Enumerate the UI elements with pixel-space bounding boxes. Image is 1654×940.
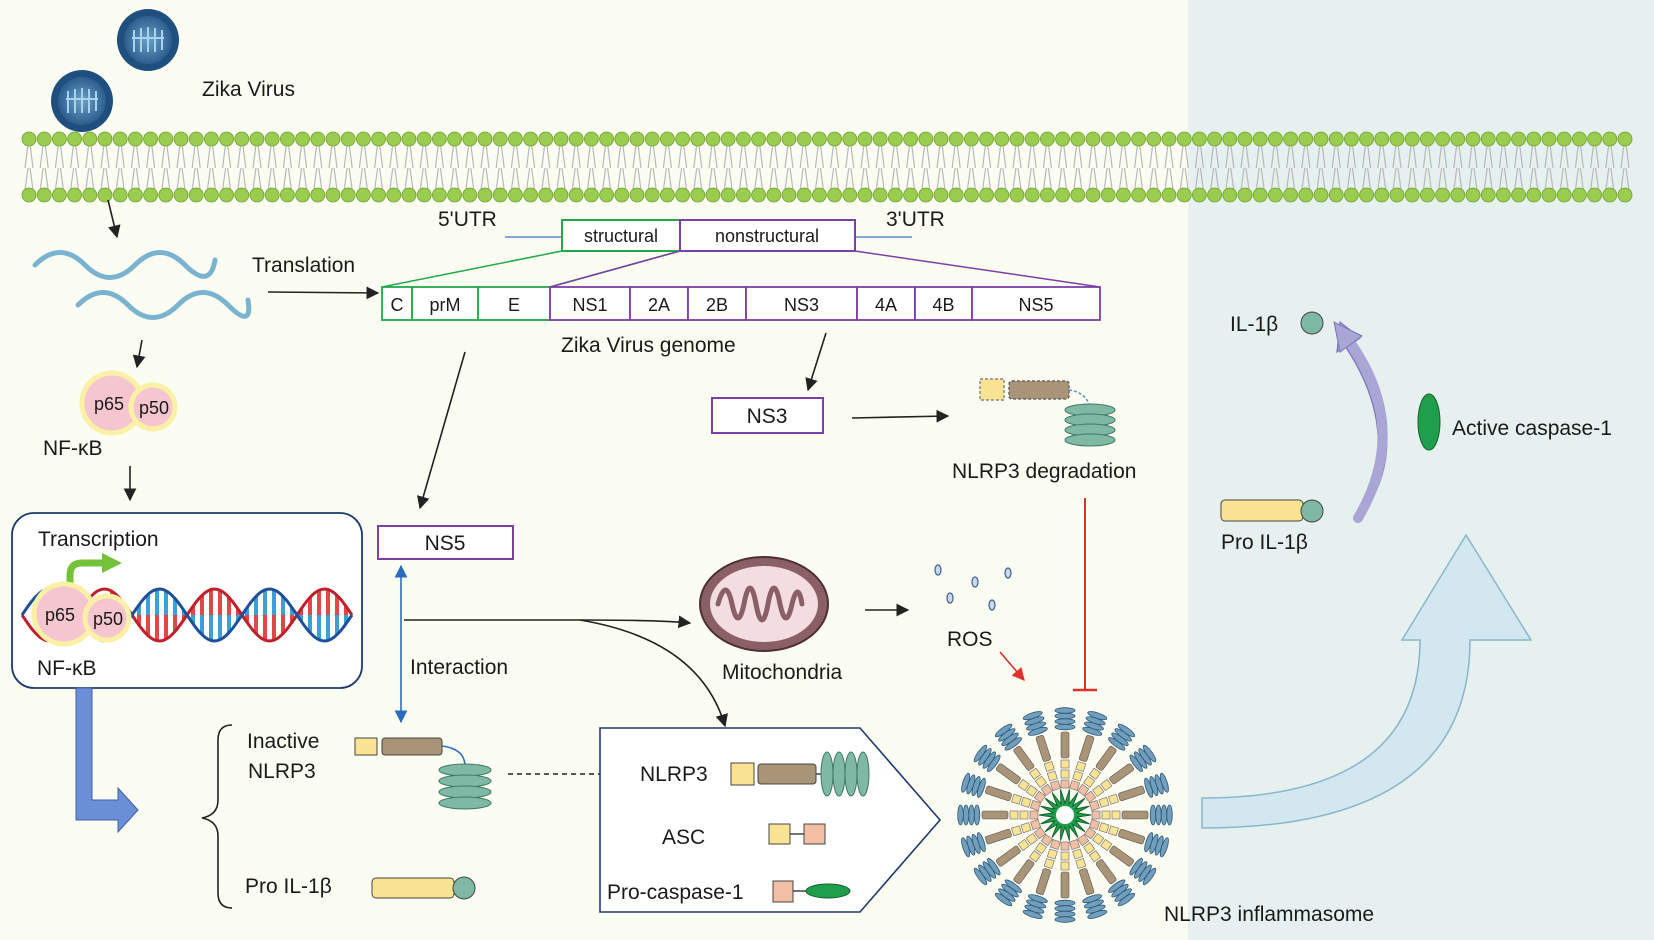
transcription-start-arrow <box>66 559 104 593</box>
nlrp3-inflammasome-label: NLRP3 inflammasome <box>1164 903 1374 926</box>
genome-segment-label: NS5 <box>1018 295 1053 315</box>
il1b-label: IL-1β <box>1230 313 1278 336</box>
entry-arrow <box>107 199 121 239</box>
genome-title: Zika Virus genome <box>561 334 736 357</box>
asc-label: ASC <box>662 826 705 849</box>
pro-caspase-label: Pro-caspase-1 <box>607 881 744 904</box>
transcription-start-arrowhead <box>102 553 122 573</box>
pro-il1b-left-icon <box>371 876 476 900</box>
translation-arrow <box>267 286 380 300</box>
genome-segment-4b <box>914 286 973 321</box>
p50-label-bound: p50 <box>93 609 123 629</box>
nonstructural-expansion-left <box>549 250 681 288</box>
genome-segment-label: NS3 <box>784 295 819 315</box>
pro-caspase-icon <box>772 880 851 903</box>
nonstructural-region-box <box>679 219 856 252</box>
nonstructural-expansion-right <box>854 250 1101 288</box>
viral-rna-icon <box>32 250 252 320</box>
ns5-to-assembly-arrow <box>579 619 728 728</box>
pro-il1b-right-icon <box>1220 499 1324 523</box>
ns3-to-degradation-arrow <box>851 409 950 423</box>
p50-label-top: p50 <box>139 398 169 418</box>
inflammasome-activation-arrow <box>1201 533 1533 829</box>
structural-label: structural <box>584 226 658 246</box>
genome-segment-4a <box>856 286 916 321</box>
structural-expansion-left <box>381 250 563 288</box>
inactive-nlrp3-label: NLRP3 <box>248 760 316 783</box>
ros-label: ROS <box>947 628 993 651</box>
nfkb-bound-icon <box>31 581 132 647</box>
p65-label-top: p65 <box>94 394 124 414</box>
genome-segment-ns5 <box>971 286 1101 321</box>
ns5-box-label: NS5 <box>425 532 466 555</box>
genome-segment-label: C <box>391 295 404 315</box>
transcription-label: Transcription <box>38 528 159 551</box>
genome-segment-label: 2A <box>648 295 670 315</box>
nlrp3-degradation-label: NLRP3 degradation <box>952 460 1136 483</box>
il1b-icon <box>1300 311 1324 335</box>
nlrp3-inflammasome-icon <box>957 707 1173 923</box>
ns5-box <box>377 525 514 560</box>
zika-virus-label: Zika Virus <box>202 78 295 101</box>
genome-segment-e <box>477 286 551 321</box>
pro-il1b-right-label: Pro IL-1β <box>1221 531 1308 554</box>
active-caspase-label: Active caspase-1 <box>1452 417 1612 440</box>
nfkb-label-bottom: NF-κB <box>37 657 97 680</box>
zika-virus-particle-1 <box>117 9 179 71</box>
genome-segment-label: 2B <box>706 295 728 315</box>
nfkb-label-top: NF-κB <box>43 437 103 460</box>
genome-segment-ns1 <box>549 286 631 321</box>
genome-segment-label: 4A <box>875 295 897 315</box>
genome-to-ns3-arrow <box>805 332 827 392</box>
translation-label: Translation <box>252 254 355 277</box>
genome-segment-label: NS1 <box>572 295 607 315</box>
ns5-to-mitochondria-arrow <box>404 615 692 629</box>
active-caspase-icon <box>1417 393 1441 451</box>
interaction-label: Interaction <box>410 656 508 679</box>
mitochondria-icon <box>699 556 829 652</box>
pro-il1b-left-label: Pro IL-1β <box>245 875 332 898</box>
asc-icon <box>768 823 826 845</box>
genome-to-ns5-arrow <box>417 351 466 510</box>
rna-to-nfkb-arrow <box>132 339 146 369</box>
p65-label-bound: p65 <box>45 605 75 625</box>
transcription-output-arrow <box>75 687 139 834</box>
ros-dots-icon <box>934 564 1012 611</box>
nonstructural-label: nonstructural <box>715 226 819 246</box>
products-brace <box>201 724 233 909</box>
nlrp3-in-box-label: NLRP3 <box>640 763 708 786</box>
inactive-nlrp3-icon <box>354 737 492 810</box>
zika-virus-particle-2 <box>51 70 113 132</box>
degraded-nlrp3-icon <box>979 378 1116 447</box>
cleavage-arc-head <box>1333 321 1363 353</box>
nlrp3-component-icon <box>730 751 870 797</box>
genome-segment-label: prM <box>430 295 461 315</box>
genome-segment-label: 4B <box>932 295 954 315</box>
nfkb-complex-icon <box>79 370 178 436</box>
ns3-box <box>711 397 824 434</box>
ros-to-inflammasome-arrow <box>999 651 1025 681</box>
ns3-box-label: NS3 <box>747 405 788 428</box>
utr5-label: 5'UTR <box>438 208 497 231</box>
transcription-box <box>11 512 363 689</box>
cell-membrane <box>21 131 1633 203</box>
inactive-label: Inactive <box>247 730 319 753</box>
genome-segment-label: E <box>508 295 520 315</box>
genome-segment-prm <box>411 286 479 321</box>
cleavage-arc-body <box>1347 340 1388 523</box>
utr3-label: 3'UTR <box>886 208 945 231</box>
mitochondria-label: Mitochondria <box>722 661 843 684</box>
